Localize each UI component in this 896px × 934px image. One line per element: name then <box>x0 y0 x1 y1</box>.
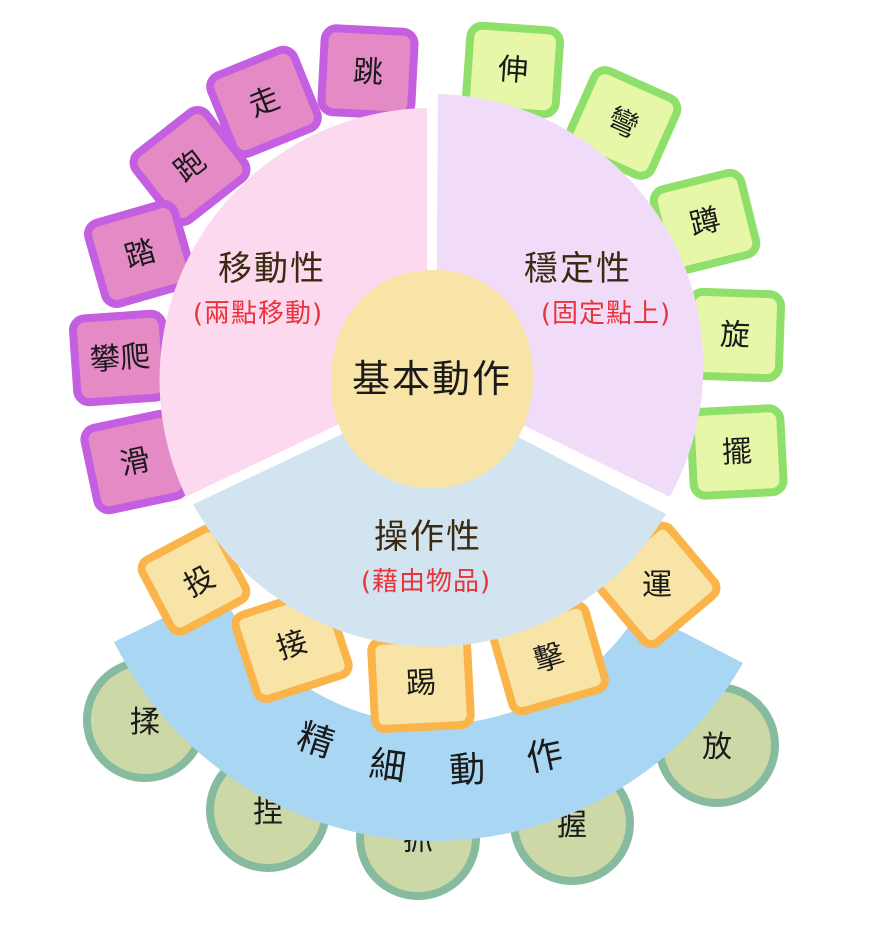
sector-stability-labels: 穩定性 (固定點上) <box>524 249 671 329</box>
locomotion-subtitle: (兩點移動) <box>193 299 323 329</box>
locomotion-item-3: 跑 <box>129 106 251 226</box>
locomotion-item-2: 走 <box>206 45 322 159</box>
fine-motor-band <box>114 590 743 841</box>
locomotion-item-6: 滑 <box>80 409 190 515</box>
fine-item-1-label: 揉 <box>130 705 160 740</box>
sector-manipulation-labels: 操作性 (藉由物品) <box>361 517 491 597</box>
pie <box>159 90 704 647</box>
locomotion-tiles: 跳 走 跑 踏 攀爬 滑 <box>68 24 419 515</box>
stability-item-3: 蹲 <box>649 168 761 276</box>
stability-title: 穩定性 <box>524 249 632 289</box>
stability-item-5: 擺 <box>686 404 788 500</box>
locomotion-item-6-label: 滑 <box>117 442 154 482</box>
stability-item-5-label: 擺 <box>721 434 753 471</box>
manipulation-subtitle: (藉由物品) <box>361 567 491 597</box>
center-blob <box>330 269 534 489</box>
stability-subtitle: (固定點上) <box>541 299 671 329</box>
fine-title-char-2: 細 <box>367 744 408 790</box>
manipulation-item-5-label: 運 <box>642 568 672 603</box>
manipulation-item-3-label: 踢 <box>405 665 437 702</box>
manipulation-item-3: 踢 <box>367 633 475 733</box>
fine-title-char-3: 動 <box>448 749 486 792</box>
locomotion-item-1: 跳 <box>317 24 419 120</box>
stability-item-1: 伸 <box>461 21 565 119</box>
stability-item-4-label: 旋 <box>719 317 750 353</box>
locomotion-title: 移動性 <box>218 249 326 289</box>
fine-item-5-label: 放 <box>702 730 732 765</box>
locomotion-item-5-label: 攀爬 <box>89 339 151 378</box>
fine-title-char-4: 作 <box>523 733 567 781</box>
manipulation-item-1: 投 <box>137 524 251 636</box>
center-hub: 基本動作 <box>330 269 534 489</box>
sector-locomotion-labels: 移動性 (兩點移動) <box>193 249 326 329</box>
manipulation-title: 操作性 <box>374 517 482 557</box>
sector-manipulation <box>193 392 666 647</box>
locomotion-item-5: 攀爬 <box>68 309 172 407</box>
center-label: 基本動作 <box>352 357 512 401</box>
locomotion-item-1-label: 跳 <box>352 54 384 91</box>
stability-item-1-label: 伸 <box>497 52 529 89</box>
locomotion-item-4: 踏 <box>84 200 196 308</box>
